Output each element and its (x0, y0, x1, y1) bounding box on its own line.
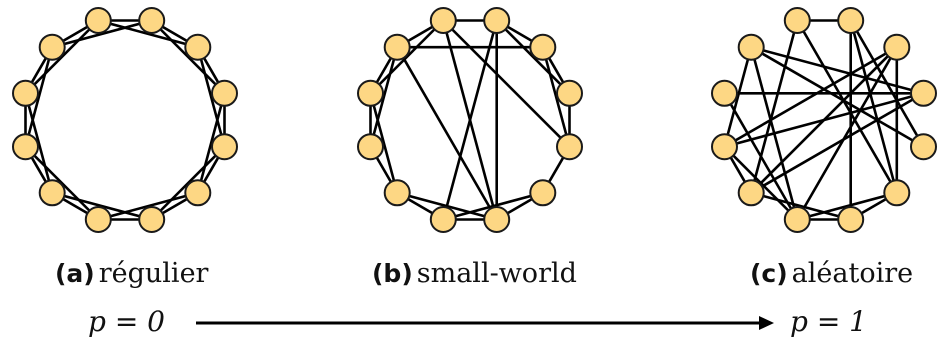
edge-b-10-0 (369, 19, 445, 95)
edge-c-11-3 (750, 45, 924, 95)
edge-c-0-5 (796, 19, 898, 194)
caption-random: (c)aléatoire (750, 254, 913, 294)
caption-letter-b: (b) (372, 259, 413, 288)
node-c-0 (783, 7, 811, 34)
edge-b-8-6 (396, 191, 498, 221)
node-a-5 (184, 179, 212, 207)
node-c-1 (837, 7, 865, 34)
arrow-head (759, 316, 774, 330)
caption-letter-c: (c) (750, 259, 788, 288)
edge-c-2-7 (796, 46, 898, 221)
node-c-6 (837, 206, 865, 233)
node-c-11 (737, 33, 765, 61)
graph-random (711, 7, 937, 233)
node-a-11 (38, 33, 66, 61)
edge-a-7-9 (24, 145, 100, 221)
edge-a-3-5 (196, 92, 226, 194)
node-c-3 (910, 79, 937, 107)
node-a-0 (84, 7, 112, 34)
edge-c-5-7 (796, 191, 898, 221)
node-a-10 (12, 79, 39, 107)
p-end-label: p = 1 (790, 305, 867, 340)
edge-c-11-9 (723, 46, 753, 148)
edge-c-11-4 (750, 46, 925, 148)
node-a-8 (38, 179, 66, 207)
node-b-3 (556, 79, 583, 107)
caption-text-c: aléatoire (791, 258, 914, 289)
edge-a-0-2 (97, 19, 199, 49)
edge-a-8-10 (24, 92, 54, 194)
edge-c-7-9 (723, 145, 799, 221)
node-c-8 (737, 179, 765, 207)
edge-a-10-0 (24, 19, 100, 95)
p-end-text: p = 1 (790, 305, 867, 338)
node-c-4 (910, 133, 937, 161)
node-c-2 (883, 33, 911, 61)
node-b-8 (383, 179, 411, 207)
edge-b-0-4 (442, 19, 571, 148)
node-b-7 (429, 206, 457, 233)
edge-c-3-8 (750, 92, 925, 194)
node-a-1 (138, 7, 166, 34)
edge-a-9-11 (24, 46, 54, 148)
caption-letter-a: (a) (55, 259, 95, 288)
node-b-2 (529, 33, 557, 61)
edge-a-6-8 (51, 191, 153, 221)
caption-text-a: régulier (98, 258, 209, 289)
node-a-9 (12, 133, 39, 161)
node-c-7 (783, 206, 811, 233)
edge-a-4-6 (150, 145, 226, 221)
edge-a-1-3 (150, 19, 226, 95)
edge-a-2-4 (196, 46, 226, 148)
node-b-0 (429, 7, 457, 34)
node-b-9 (357, 133, 384, 161)
p-start-text: p = 0 (88, 305, 165, 338)
edge-a-5-7 (97, 191, 199, 221)
edge-c-2-9 (723, 46, 898, 148)
graph-regular (12, 7, 238, 233)
node-a-3 (211, 79, 238, 107)
edge-a-11-1 (51, 19, 153, 49)
edge-b-1-3 (495, 19, 571, 95)
caption-text-b: small-world (416, 258, 577, 289)
edge-b-0-6 (442, 20, 498, 220)
node-b-5 (529, 179, 557, 207)
node-b-10 (357, 79, 384, 107)
node-b-6 (483, 206, 511, 233)
node-c-9 (711, 133, 738, 161)
edge-b-8-10 (369, 92, 399, 194)
edge-b-9-11 (369, 46, 399, 148)
p-start-label: p = 0 (88, 305, 165, 340)
parameter-arrow (196, 316, 774, 330)
node-b-4 (556, 133, 583, 161)
node-a-4 (211, 133, 238, 161)
edge-c-0-8 (749, 20, 799, 194)
node-a-2 (184, 33, 212, 61)
edge-b-2-4 (541, 46, 571, 148)
edge-c-6-8 (750, 191, 852, 221)
edge-c-1-4 (849, 19, 925, 148)
edge-c-10-7 (723, 92, 799, 221)
caption-small-world: (b)small-world (372, 254, 577, 294)
graph-small-world (357, 7, 583, 233)
node-a-6 (138, 206, 166, 233)
node-b-1 (483, 7, 511, 34)
edge-b-11-6 (396, 46, 498, 221)
node-b-11 (383, 33, 411, 61)
node-c-5 (883, 179, 911, 207)
edge-c-3-9 (724, 92, 924, 148)
node-a-7 (84, 206, 112, 233)
node-c-10 (711, 79, 738, 107)
caption-regular: (a)régulier (55, 254, 208, 294)
